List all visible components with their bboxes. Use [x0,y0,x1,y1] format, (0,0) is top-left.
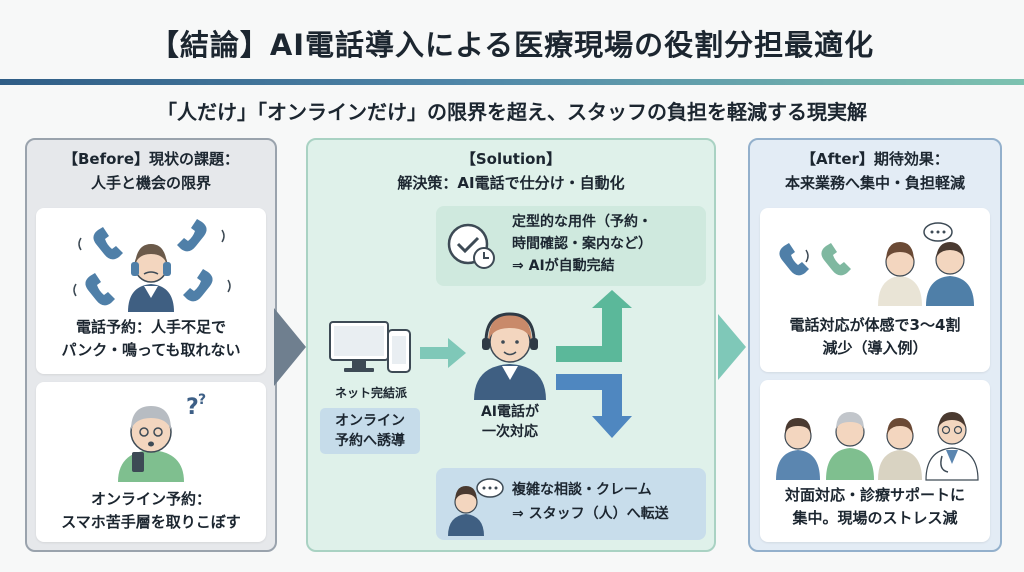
device-label: ネット完結派 [334,386,407,400]
staff-text-2: ⇒ スタッフ（人）へ転送 [512,506,669,522]
online-redirect-tag: オンライン 予約へ誘導 [320,408,420,454]
ai-label-line-2: 一次対応 [482,424,538,440]
after-card-care: 対面対応・診療サポートに 集中。現場のストレス減 [760,380,990,542]
svg-text:?: ? [198,392,206,408]
calm-phones-staff-icon [779,222,974,306]
svg-text:?: ? [186,395,199,420]
page-subtitle: 「人だけ」「オンラインだけ」の限界を超え、スタッフの負担を軽減する現実解 [157,100,867,124]
after-care-text-1: 対面対応・診療サポートに [784,486,965,504]
before-phone-text-1: 電話予約：人手不足で [75,318,226,336]
arrow-before-to-solution-icon [274,308,306,386]
online-tag-line-1: オンライン [335,413,405,429]
after-care-text-2: 集中。現場のストレス減 [792,509,958,527]
before-online-text-2: スマホ苦手層を取りこぼす [61,513,241,531]
before-heading: 【Before】現状の課題： [62,150,239,168]
ai-first-response-label: AI電話が 一次対応 [458,402,562,442]
before-panel: 【Before】現状の課題： 人手と機会の限界 電話予約：人 [25,138,277,552]
after-card-phone: 電話対応が体感で3～4割 減少（導入例） [760,208,990,372]
ai-label-line-1: AI電話が [480,404,540,420]
medical-team-icon [776,412,979,481]
before-phone-text-2: パンク・鳴っても取れない [61,341,241,359]
staff-transfer-box: 複雑な相談・クレーム ⇒ スタッフ（人）へ転送 [436,468,706,540]
pc-and-smartphone-icon [329,321,411,373]
solution-heading: 【Solution】 [460,150,562,168]
branch-arrows-icon [556,290,632,438]
title-underline [0,79,1024,85]
page-title: 【結論】AI電話導入による医療現場の役割分担最適化 [149,28,875,62]
staff-text-1: 複雑な相談・クレーム [512,482,652,498]
arrow-solution-to-after-icon [718,314,746,380]
solution-panel: 【Solution】 解決策：AI電話で仕分け・自動化 ネット完結派 オンライン… [306,138,716,552]
solution-subheading: 解決策：AI電話で仕分け・自動化 [397,174,625,192]
ai-operator-headset-icon [474,312,546,400]
auto-text-1: 定型的な用件（予約・ [512,214,652,230]
after-phone-text-2: 減少（導入例） [822,339,928,357]
after-panel: 【After】期待効果： 本来業務へ集中・負担軽減 電話対応が体感で3～4割 減… [748,138,1002,552]
after-phone-text-1: 電話対応が体感で3～4割 [789,316,961,334]
check-clock-icon [447,223,495,269]
before-card-phone: 電話予約：人手不足で パンク・鳴っても取れない [36,208,266,374]
ai-auto-complete-box: 定型的な用件（予約・ 時間確認・案内など） ⇒ AIが自動完結 [436,206,706,286]
before-card-online: ? ? オンライン予約： スマホ苦手層を取りこぼす [36,382,266,542]
after-subheading: 本来業務へ集中・負担軽減 [784,174,965,192]
before-online-text-1: オンライン予約： [90,490,211,508]
after-heading: 【After】期待効果： [801,150,949,168]
confused-elderly-with-smartphone-icon: ? ? [118,392,206,482]
before-subheading: 人手と機会の限界 [90,174,211,192]
staff-speech-icon [448,478,504,536]
online-tag-line-2: 予約へ誘導 [335,433,405,449]
ringing-phones-receptionist-icon [73,219,231,312]
arrow-to-ai-icon [420,338,466,368]
auto-text-2: 時間確認・案内など） [512,236,652,252]
auto-text-3: ⇒ AIが自動完結 [512,258,615,274]
